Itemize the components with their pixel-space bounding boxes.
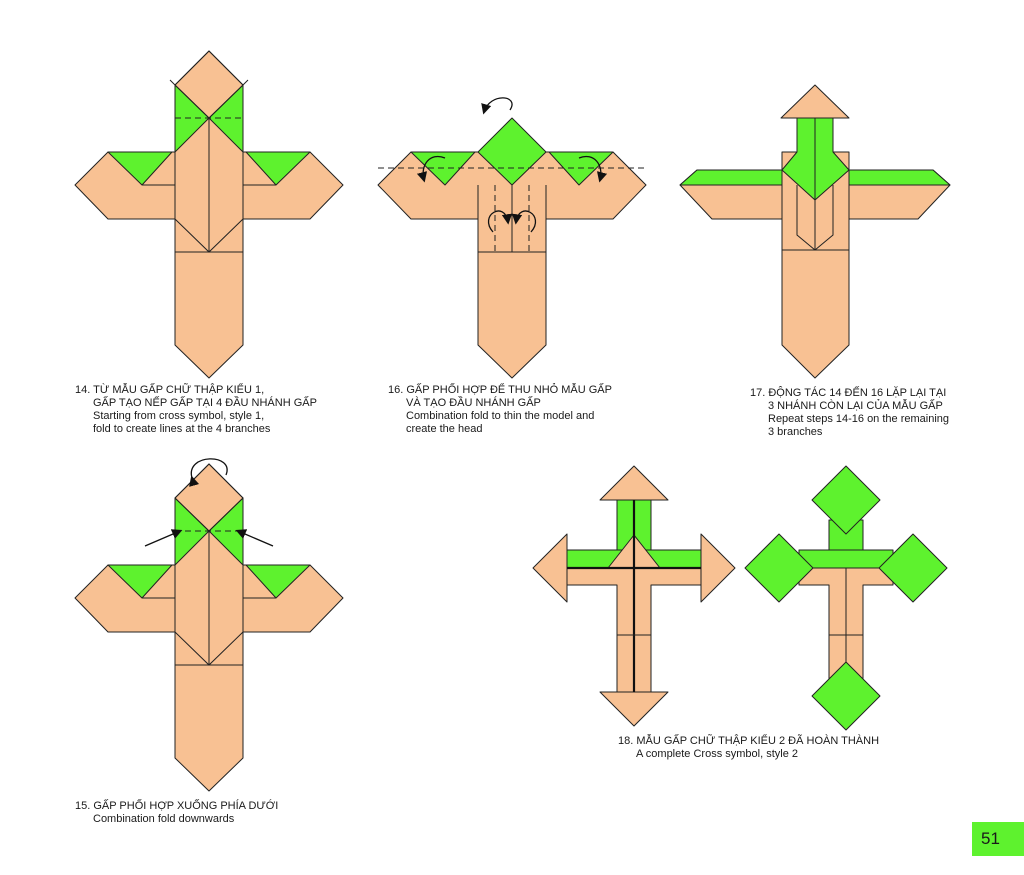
step-14-diagram bbox=[74, 50, 344, 379]
step-17-caption: 17. ĐỘNG TÁC 14 ĐẾN 16 LẶP LẠI TẠI 3 NHÁ… bbox=[750, 387, 949, 439]
step-15-title: 15. GẤP PHỐI HỢP XUỐNG PHÍA DƯỚI bbox=[75, 800, 279, 812]
page-number: 51 bbox=[972, 822, 1024, 856]
step-18-diagram-front bbox=[532, 465, 736, 727]
step-15-english: Combination fold downwards bbox=[93, 813, 235, 825]
step-18-title: 18. MẪU GẤP CHỮ THẬP KIỂU 2 ĐÃ HOÀN THÀN… bbox=[618, 735, 880, 747]
step-17-english: Repeat steps 14-16 on the remaining bbox=[768, 413, 950, 425]
step-16-caption: 16. GẤP PHỐI HỢP ĐỂ THU NHỎ MẪU GẤP VÀ T… bbox=[388, 384, 612, 436]
step-17-title-cont: 3 NHÁNH CÒN LẠI CỦA MẪU GẤP bbox=[768, 400, 943, 412]
step-18-caption: 18. MẪU GẤP CHỮ THẬP KIỂU 2 ĐÃ HOÀN THÀN… bbox=[618, 735, 879, 761]
step-16-english: Combination fold to thin the model and bbox=[406, 410, 595, 422]
step-16-diagram bbox=[377, 97, 647, 379]
step-17-title: 17. ĐỘNG TÁC 14 ĐẾN 16 LẶP LẠI TẠI bbox=[750, 387, 947, 399]
step-14-english-cont: fold to create lines at the 4 branches bbox=[93, 423, 271, 435]
step-14-english: Starting from cross symbol, style 1, bbox=[93, 410, 265, 422]
step-16-english-cont: create the head bbox=[406, 423, 483, 435]
step-16-title-cont: VÀ TẠO ĐẦU NHÁNH GẤP bbox=[406, 397, 541, 409]
step-18-english: A complete Cross symbol, style 2 bbox=[636, 748, 799, 760]
step-14-caption: 14. TỪ MẪU GẤP CHỮ THẬP KIỂU 1, GẤP TẠO … bbox=[75, 384, 317, 436]
step-17-english-cont: 3 branches bbox=[768, 426, 823, 438]
step-17-diagram bbox=[679, 84, 951, 379]
step-15-caption: 15. GẤP PHỐI HỢP XUỐNG PHÍA DƯỚI Combina… bbox=[75, 800, 278, 826]
step-16-title: 16. GẤP PHỐI HỢP ĐỂ THU NHỎ MẪU GẤP bbox=[388, 384, 612, 396]
step-15-diagram bbox=[74, 458, 344, 792]
step-18-diagram-back bbox=[744, 465, 948, 731]
step-14-title: 14. TỪ MẪU GẤP CHỮ THẬP KIỂU 1, bbox=[75, 384, 265, 396]
step-14-title-cont: GẤP TẠO NẾP GẤP TẠI 4 ĐẦU NHÁNH GẤP bbox=[93, 397, 317, 409]
